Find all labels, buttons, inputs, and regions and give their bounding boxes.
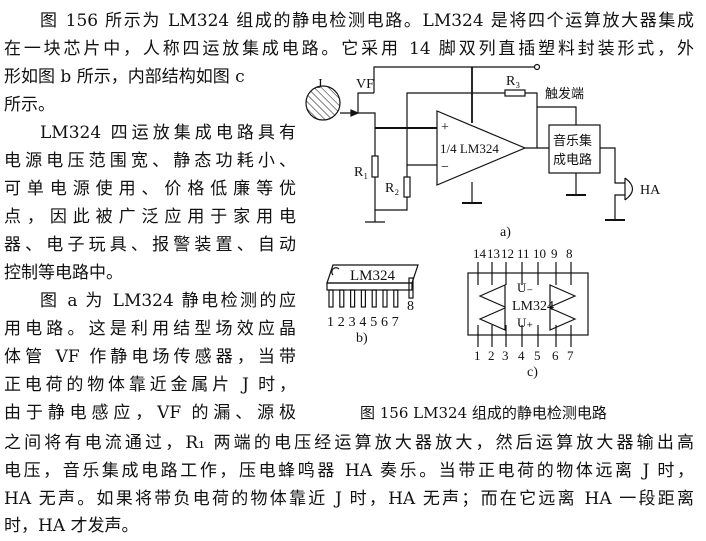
label-vplus: U₊ — [517, 315, 533, 330]
pin-number: 9 — [551, 246, 558, 261]
text-line: 体管 VF 作静电场传感器，当带 — [4, 347, 296, 367]
pin-number: 7 — [392, 315, 399, 330]
pin — [328, 289, 334, 308]
text-line: 控制等电路中。 — [4, 263, 123, 283]
pin-number: 6 — [552, 348, 559, 363]
figure-caption: 图 156 LM324 组成的静电检测电路 — [360, 404, 607, 422]
pin-number: 3 — [502, 348, 509, 363]
label-fig-c: c) — [527, 365, 538, 380]
pin-number: 2 — [488, 348, 495, 363]
pin — [371, 289, 377, 308]
pin-number: 6 — [381, 315, 388, 330]
pin — [393, 289, 399, 308]
label-ha: HA — [640, 183, 661, 198]
text-line: 在一块芯片中，人称四运放集成电路。它采用 14 脚双列直插塑料封装形式，外 — [4, 39, 694, 59]
text-line: 时，HA 才发声。 — [4, 516, 139, 536]
resistor-r2 — [403, 176, 411, 198]
label-j: J — [317, 77, 323, 92]
resistor-r3 — [504, 89, 526, 97]
pin-number: 4 — [359, 315, 366, 330]
text-line: 由于静电感应，VF 的漏、源极 — [4, 403, 296, 423]
pin-number: 13 — [487, 246, 500, 261]
label-r1: R₁ — [354, 165, 368, 180]
music-ic-box — [548, 124, 601, 174]
text-line: 可单电源使用、价格低廉等优 — [4, 179, 296, 199]
label-music-ic-1: 音乐集 — [553, 133, 592, 148]
text-line: 用电路。这是利用结型场效应晶 — [4, 319, 296, 339]
circuit-a — [305, 63, 634, 223]
text-line: 正电荷的物体靠近金属片 J 时， — [4, 375, 296, 395]
label-chip-b: LM324 — [350, 268, 396, 284]
label-fig-a: a) — [500, 225, 511, 240]
resistor-r1 — [371, 155, 379, 178]
label-music-ic-2: 成电路 — [553, 152, 592, 167]
text-line: 器、电子玩具、报警装置、自动 — [4, 235, 296, 255]
label-minus: − — [441, 160, 449, 175]
label-chip-c: LM324 — [512, 299, 554, 314]
text-line: 点，因此被广泛应用于家用电 — [4, 207, 296, 227]
pin-number: 8 — [566, 246, 573, 261]
supply-terminal — [533, 63, 541, 71]
text-line: 电压，音乐集成电路工作，压电蜂鸣器 HA 奏乐。当带正电荷的物体远离 J 时， — [4, 461, 694, 481]
pin-number: 1 — [327, 315, 334, 330]
pin-number: 4 — [518, 348, 525, 363]
label-opamp: 1/4 LM324 — [440, 141, 499, 156]
pin-number: 3 — [349, 315, 356, 330]
buzzer-icon — [624, 177, 634, 201]
pin — [339, 289, 345, 308]
pin — [382, 289, 388, 308]
text-line: 所示。 — [4, 95, 55, 115]
pin-number: 11 — [517, 246, 530, 261]
pin-number: 2 — [338, 315, 345, 330]
label-vminus: U₋ — [517, 280, 533, 295]
pin-number: 10 — [533, 246, 546, 261]
text-line: HA 无声。如果将带负电荷的物体靠近 J 时，HA 无声；而在它远离 HA 一段… — [4, 489, 694, 509]
text-line: 电源电压范围宽、静态功耗小、 — [4, 151, 296, 171]
pin — [408, 277, 414, 299]
text-line: 图 156 所示为 LM324 组成的静电检测电路。LM324 是将四个运算放大… — [40, 11, 694, 31]
pin — [350, 289, 356, 308]
pin-number: 5 — [534, 348, 541, 363]
pin-number: 12 — [501, 246, 514, 261]
label-r2: R₂ — [385, 181, 399, 196]
text-line: LM324 四运放集成电路具有 — [40, 123, 296, 143]
label-plus: + — [441, 120, 449, 135]
pin-number: 1 — [474, 348, 481, 363]
pin-number: 8 — [407, 299, 414, 314]
label-vf: VF — [356, 77, 374, 92]
pin — [360, 289, 366, 308]
text-line: 图 a 为 LM324 静电检测的应 — [40, 291, 296, 311]
label-fig-b: b) — [356, 331, 368, 346]
pin-number: 5 — [370, 315, 377, 330]
text-line: 形如图 b 所示，内部结构如图 c — [4, 67, 245, 87]
label-r3: R₃ — [506, 74, 520, 89]
metal-plate-j — [305, 85, 341, 121]
text-line: 之间将有电流通过，R₁ 两端的电压经运算放大器放大，然后运算放大器输出高 — [4, 433, 694, 453]
pin-number: 7 — [567, 348, 574, 363]
pin-number: 14 — [473, 246, 487, 261]
label-trigger: 触发端 — [545, 86, 584, 101]
opamp-symbol — [436, 110, 527, 186]
